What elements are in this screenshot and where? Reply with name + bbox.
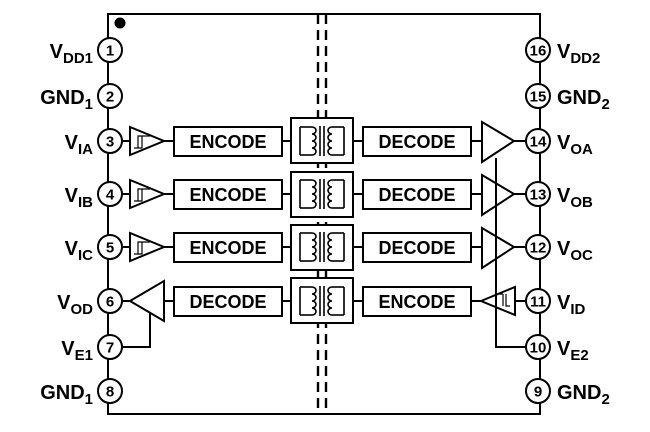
pin-number: 16 [530,43,547,60]
pin-5: 5 VIC [65,234,123,264]
pin-name: VIA [65,132,94,158]
pin-4: 4 VIB [65,181,123,211]
pin-name: VE1 [61,338,93,364]
pin-1: 1 VDD1 [50,37,123,67]
schmitt-trigger-icon [134,135,150,149]
pin-8: 8 GND1 [40,378,123,408]
pin-name: GND1 [40,382,93,408]
encode-block [173,232,283,263]
pin-2: 2 GND1 [40,83,123,113]
schmitt-trigger-icon [134,241,150,255]
schmitt-trigger-icon [499,293,510,307]
pin-name: VIC [65,238,94,264]
decode-label: DECODE [189,292,266,312]
pin-15: 15 GND2 [525,83,610,113]
pin-number: 12 [530,240,547,257]
pin-name: GND2 [557,382,610,408]
output-buffer-triangle [481,173,516,217]
transformer-channel-c [290,224,354,271]
pin-number: 3 [106,134,114,151]
pin-16: 16 VDD2 [525,37,600,67]
schmitt-trigger-icon [134,188,150,202]
pin-11: 11 VID [525,288,586,318]
enable-wiring [123,158,525,348]
decode-label: DECODE [378,238,455,258]
pin-number: 9 [534,384,542,401]
pin-name: GND1 [40,87,93,113]
pin-number: 6 [106,294,114,311]
pin-number: 2 [106,89,114,106]
output-buffer-triangle [128,279,165,323]
pin-number: 7 [106,340,114,357]
transformer-channel-a [290,117,354,164]
pin-14: 14 VOA [525,128,593,158]
pin-3: 3 VIA [65,128,123,158]
pin-10: 10 VE2 [525,334,589,364]
encode-label: ENCODE [189,185,266,205]
pin-name: GND2 [557,87,610,113]
pin-number: 4 [106,187,115,204]
input-buffer-triangle [129,125,167,157]
decode-label: DECODE [378,132,455,152]
pin-number: 13 [530,187,547,204]
pin-number: 8 [106,384,114,401]
transformer-channel-b [290,171,354,218]
package-outline [107,13,541,415]
pin-number: 11 [530,294,546,311]
pin-name: VDD2 [557,41,600,67]
pin-12: 12 VOC [525,234,593,264]
pin-name: VIB [65,185,94,211]
transformer-channel-d [290,277,354,324]
encode-block [173,126,283,157]
pin-name: VOB [557,185,593,211]
decode-label: DECODE [378,185,455,205]
input-buffer-triangle [478,285,516,317]
output-buffer-triangle [481,226,516,270]
pin-name: VE2 [557,338,589,364]
pin-7: 7 VE1 [61,334,123,364]
decode-block [173,286,283,317]
output-buffer-triangle [481,120,516,164]
pin-name: VOD [57,292,93,318]
decode-block [362,179,472,210]
decode-block [362,232,472,263]
encode-label: ENCODE [378,292,455,312]
channel-d: DECODE ENCODE [123,279,525,323]
channel-b: ENCODE DECODE [123,173,525,217]
pin-number: 15 [530,89,547,106]
pin-name: VOA [557,132,593,158]
pin-name: VOC [557,238,593,264]
pin-6: 6 VOD [57,288,123,318]
encode-block [362,286,472,317]
pin-name: VID [557,292,586,318]
encode-label: ENCODE [189,238,266,258]
decode-block [362,126,472,157]
pin-number: 14 [530,134,547,151]
pin-number: 10 [530,340,547,357]
pin-name: VDD1 [50,41,93,67]
pin-number: 1 [106,43,114,60]
pin-number: 5 [106,240,114,257]
pin-13: 13 VOB [525,181,593,211]
pin1-indicator-dot [114,17,126,29]
input-buffer-triangle [129,231,167,263]
channel-c: ENCODE DECODE [123,226,525,270]
channel-a: ENCODE DECODE [123,120,525,164]
input-buffer-triangle [129,178,167,210]
encode-label: ENCODE [189,132,266,152]
pin-9: 9 GND2 [525,378,610,408]
